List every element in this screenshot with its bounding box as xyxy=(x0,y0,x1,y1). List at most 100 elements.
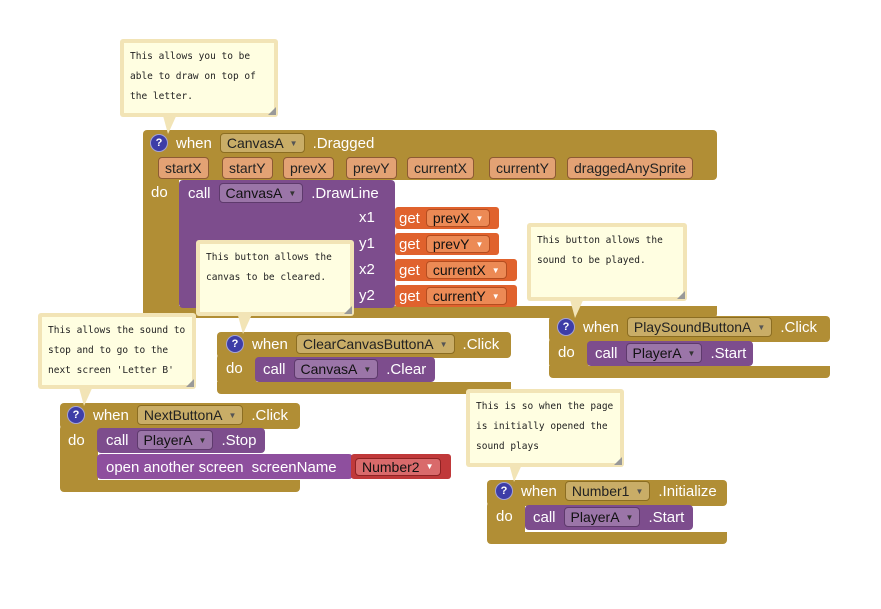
comment-text[interactable]: This allows you to be able to draw on to… xyxy=(124,43,274,113)
comment-text[interactable]: This button allows the sound to be playe… xyxy=(531,227,683,297)
do-keyword: do xyxy=(558,344,575,361)
component-dropdown-playsoundbuttona[interactable]: PlaySoundButtonA▼ xyxy=(626,317,773,337)
component-dropdown-clearcanvasbuttona[interactable]: ClearCanvasButtonA▼ xyxy=(295,334,455,354)
screen-dropdown[interactable]: Number2▼ xyxy=(355,457,441,476)
chevron-down-icon: ▼ xyxy=(363,364,372,374)
when-keyword: when xyxy=(176,134,212,152)
param-draggedanysprite[interactable]: draggedAnySprite xyxy=(567,157,694,179)
param-prevy[interactable]: prevY xyxy=(346,157,397,179)
do-keyword: do xyxy=(226,360,243,377)
comment-tail xyxy=(78,384,94,406)
call-component-dropdown[interactable]: PlayerA▼ xyxy=(136,430,214,450)
get-block-currentx[interactable]: get currentX▼ xyxy=(395,259,517,281)
get-keyword: get xyxy=(399,287,420,305)
method-name: .Start xyxy=(648,508,685,526)
resize-handle-icon[interactable] xyxy=(344,306,352,314)
comment-text[interactable]: This is so when the page is initially op… xyxy=(470,393,620,463)
help-icon[interactable]: ? xyxy=(226,335,244,353)
when-keyword: when xyxy=(93,406,129,424)
arg-label-x2: x2 xyxy=(359,261,375,278)
chevron-down-icon: ▼ xyxy=(288,188,297,198)
init-bottom-bar xyxy=(487,532,727,544)
param-starty[interactable]: startY xyxy=(222,157,273,179)
get-block-prevx[interactable]: get prevX▼ xyxy=(395,207,499,229)
get-keyword: get xyxy=(399,209,420,227)
comment-text[interactable]: This allows the sound to stop and to go … xyxy=(42,317,192,385)
chevron-down-icon: ▼ xyxy=(425,462,434,471)
call-keyword: call xyxy=(263,360,286,378)
resize-handle-icon[interactable] xyxy=(677,291,685,299)
call-keyword: call xyxy=(188,184,211,202)
event-name: .Click xyxy=(462,335,500,353)
help-icon[interactable]: ? xyxy=(150,134,168,152)
next-click-do-body xyxy=(60,425,98,485)
help-icon[interactable]: ? xyxy=(67,406,85,424)
arg-label-x1: x1 xyxy=(359,209,375,226)
chevron-down-icon: ▼ xyxy=(757,322,766,332)
call-component-dropdown[interactable]: CanvasA▼ xyxy=(293,359,379,379)
resize-handle-icon[interactable] xyxy=(186,379,194,387)
param-startx[interactable]: startX xyxy=(158,157,209,179)
method-name: .Stop xyxy=(221,431,257,449)
component-dropdown-number1[interactable]: Number1▼ xyxy=(564,481,651,501)
param-prevx[interactable]: prevX xyxy=(283,157,334,179)
when-keyword: when xyxy=(252,335,288,353)
chevron-down-icon: ▼ xyxy=(475,239,484,249)
chevron-down-icon: ▼ xyxy=(687,348,696,358)
comment-clear[interactable]: This button allows the canvas to be clea… xyxy=(196,240,354,316)
help-icon[interactable]: ? xyxy=(557,318,575,336)
call-component-dropdown[interactable]: PlayerA▼ xyxy=(563,507,641,527)
call-keyword: call xyxy=(106,431,129,449)
component-dropdown-canvasa[interactable]: CanvasA▼ xyxy=(219,133,305,153)
component-dropdown-nextbuttona[interactable]: NextButtonA▼ xyxy=(136,405,244,425)
param-currentx[interactable]: currentX xyxy=(407,157,474,179)
event-name: .Click xyxy=(251,406,289,424)
variable-dropdown[interactable]: prevX▼ xyxy=(425,209,491,227)
get-block-currenty[interactable]: get currentY▼ xyxy=(395,285,517,307)
chevron-down-icon: ▼ xyxy=(475,213,484,223)
help-icon[interactable]: ? xyxy=(495,482,513,500)
screen-name-label: screenName xyxy=(251,458,337,476)
chevron-down-icon: ▼ xyxy=(198,435,207,445)
clear-click-do-body xyxy=(217,354,257,384)
playsound-click-bottom-bar xyxy=(549,366,830,378)
when-keyword: when xyxy=(521,482,557,500)
variable-dropdown[interactable]: prevY▼ xyxy=(425,235,491,253)
resize-handle-icon[interactable] xyxy=(268,107,276,115)
text-block-screen-name[interactable]: Number2▼ xyxy=(351,454,451,479)
variable-dropdown[interactable]: currentY▼ xyxy=(425,287,507,305)
when-keyword: when xyxy=(583,318,619,336)
comment-next[interactable]: This allows the sound to stop and to go … xyxy=(38,313,196,389)
call-component-dropdown[interactable]: CanvasA▼ xyxy=(218,183,304,203)
comment-tail xyxy=(162,112,178,134)
get-block-prevy[interactable]: get prevY▼ xyxy=(395,233,499,255)
comment-init[interactable]: This is so when the page is initially op… xyxy=(466,389,624,467)
call-keyword: call xyxy=(533,508,556,526)
resize-handle-icon[interactable] xyxy=(614,457,622,465)
event-name: .Click xyxy=(780,318,817,336)
chevron-down-icon: ▼ xyxy=(491,265,500,275)
do-keyword: do xyxy=(68,432,85,449)
call-component-dropdown[interactable]: PlayerA▼ xyxy=(625,343,703,363)
chevron-down-icon: ▼ xyxy=(491,291,500,301)
do-keyword: do xyxy=(496,508,513,525)
next-click-bottom-bar xyxy=(60,480,300,492)
get-keyword: get xyxy=(399,235,420,253)
event-name: .Initialize xyxy=(658,482,717,500)
variable-dropdown[interactable]: currentX▼ xyxy=(425,261,507,279)
open-another-screen-block[interactable] xyxy=(97,454,353,479)
canvas-dragged-do-body xyxy=(143,176,179,310)
method-name: .DrawLine xyxy=(311,184,379,202)
clear-click-bottom-bar xyxy=(217,382,511,394)
chevron-down-icon: ▼ xyxy=(228,410,237,420)
comment-sound[interactable]: This button allows the sound to be playe… xyxy=(527,223,687,301)
param-currenty[interactable]: currentY xyxy=(489,157,556,179)
comment-text[interactable]: This button allows the canvas to be clea… xyxy=(200,244,350,312)
method-name: .Start xyxy=(710,344,747,362)
comment-dragged[interactable]: This allows you to be able to draw on to… xyxy=(120,39,278,117)
chevron-down-icon: ▼ xyxy=(635,486,644,496)
comment-tail xyxy=(569,296,585,318)
arg-label-y2: y2 xyxy=(359,287,375,304)
init-do-body xyxy=(487,502,525,536)
playsound-click-do-body xyxy=(549,338,589,368)
